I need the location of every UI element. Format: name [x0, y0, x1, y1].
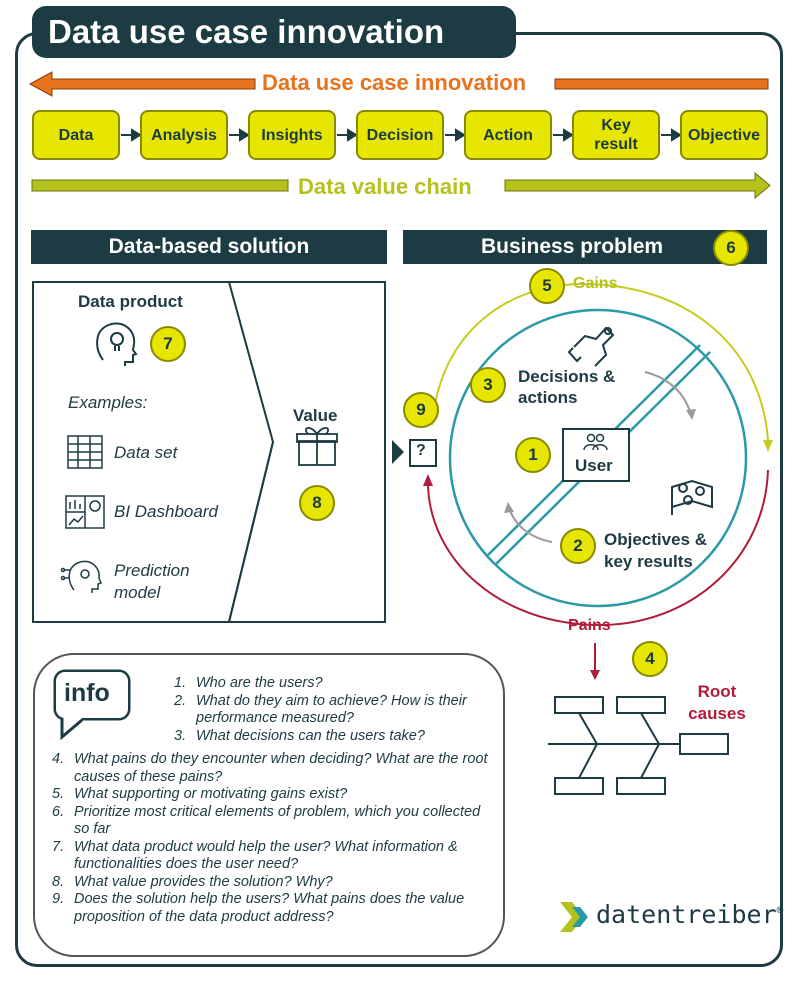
objectives-label: Objectives & key results	[604, 530, 707, 571]
lightbulb-head-icon	[96, 322, 138, 366]
page-title: Data use case innovation	[32, 6, 516, 58]
question-1: 1.Who are the users?	[174, 675, 323, 691]
badge-1: 1	[515, 437, 551, 473]
info-icon	[53, 669, 131, 741]
badge-6: 6	[713, 230, 749, 266]
step-insights: Insights	[248, 110, 336, 160]
step-key-result: Key result	[572, 110, 660, 160]
flag-checklist-icon	[671, 479, 713, 515]
table-icon	[67, 435, 103, 469]
value-chain-label: Data value chain	[298, 174, 472, 199]
step-connectors	[121, 128, 682, 142]
solution-heading: Data-based solution	[31, 230, 387, 264]
dashboard-icon	[65, 495, 105, 529]
questions-bottom: 4.What pains do they encounter when deci…	[52, 751, 492, 926]
fishbone-diagram	[548, 696, 729, 795]
badge-8: 8	[299, 485, 335, 521]
example-bi-dashboard: BI Dashboard	[114, 502, 218, 521]
step-action: Action	[464, 110, 552, 160]
innovation-arrow	[28, 71, 256, 97]
question-9: 9.Does the solution help the users? What…	[52, 891, 465, 925]
solution-box-right	[227, 281, 386, 623]
question-box	[409, 439, 437, 467]
solution-pointer	[392, 440, 404, 464]
badge-5: 5	[529, 268, 565, 304]
value-chain-arrow-tail	[31, 179, 289, 192]
question-mark: ?	[416, 442, 426, 459]
problem-heading: Business problem	[403, 230, 767, 264]
question-5: 5.What supporting or motivating gains ex…	[52, 786, 348, 802]
step-analysis: Analysis	[140, 110, 228, 160]
user-label: User	[575, 456, 613, 475]
ai-head-icon	[60, 560, 102, 593]
step-objective: Objective	[680, 110, 768, 160]
datentreiber-logo-text: datentreiber®	[596, 900, 784, 929]
example-data-set: Data set	[114, 443, 178, 462]
badge-2: 2	[560, 528, 596, 564]
value-chain-arrow	[504, 171, 771, 200]
innovation-band-label: Data use case innovation	[262, 70, 527, 95]
step-decision: Decision	[356, 110, 444, 160]
value-label: Value	[293, 406, 338, 425]
innovation-arrow-tail	[554, 78, 769, 90]
questions-top: 1.Who are the users? 2.What do they aim …	[174, 675, 474, 745]
question-7: 7.What data product would help the user?…	[52, 838, 458, 873]
decisions-actions-label: Decisions & actions	[518, 367, 616, 407]
datentreiber-logo-mark	[560, 902, 588, 932]
pains-label: Pains	[568, 617, 611, 634]
badge-3: 3	[470, 367, 506, 403]
question-3: 3.What decisions can the users take?	[174, 727, 425, 744]
step-data: Data	[32, 110, 120, 160]
question-2: 2.What do they aim to achieve? How is th…	[174, 692, 467, 727]
data-product-title: Data product	[78, 292, 183, 311]
pains-arrow	[427, 469, 769, 627]
info-icon-text: info	[64, 679, 110, 707]
badge-9: 9	[403, 392, 439, 428]
root-causes-label: Root causes	[688, 682, 746, 723]
examples-label: Examples:	[68, 393, 148, 412]
problem-circle	[448, 308, 748, 608]
gains-label: Gains	[573, 275, 618, 292]
questions-box	[33, 653, 505, 957]
badge-7: 7	[150, 326, 186, 362]
example-prediction-model: Prediction model	[114, 561, 190, 602]
badge-4: 4	[632, 641, 668, 677]
gift-icon	[296, 427, 338, 466]
wrench-hand-icon	[567, 326, 615, 367]
question-8: 8.What value provides the solution? Why?	[52, 873, 333, 890]
users-icon	[583, 433, 608, 451]
question-6: 6.Prioritize most critical elements of p…	[52, 803, 481, 838]
gains-arrow	[431, 282, 769, 441]
question-4: 4.What pains do they encounter when deci…	[52, 751, 488, 785]
